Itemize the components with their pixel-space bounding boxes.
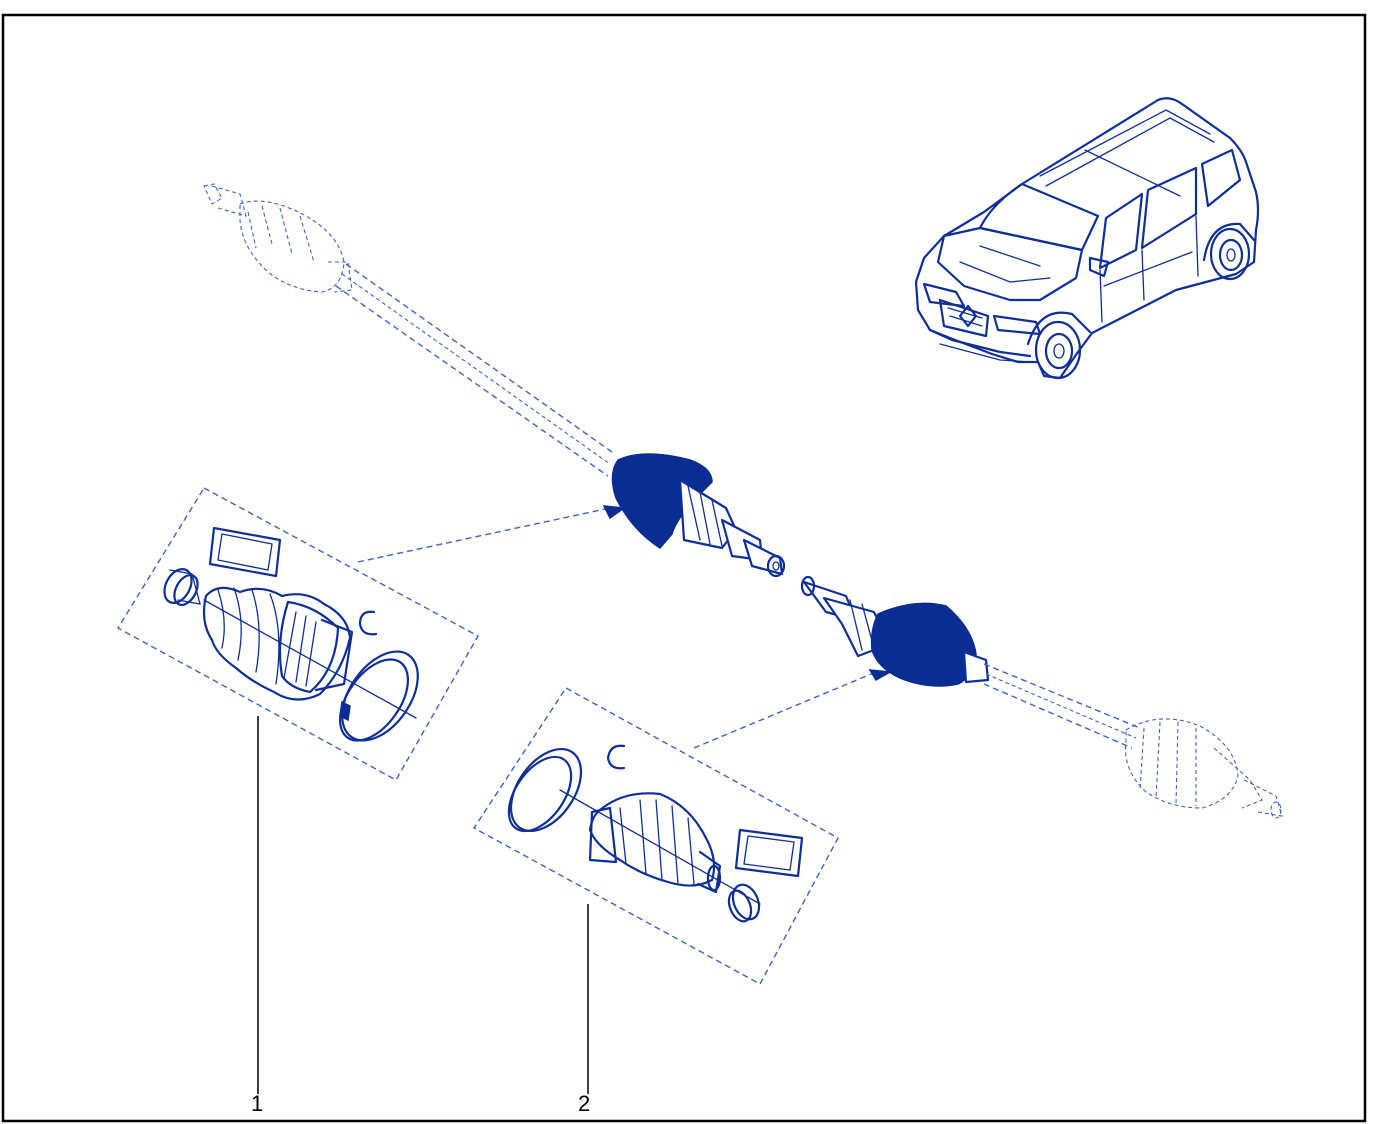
gaiter-icon xyxy=(202,586,354,701)
clamp-ring-icon xyxy=(507,747,583,833)
inner-boot-solid-top xyxy=(611,453,786,578)
outer-joint-ghost-top xyxy=(203,183,353,293)
collar-icon xyxy=(163,568,201,606)
car-icon xyxy=(914,97,1260,380)
shaft-ghost-bottom xyxy=(983,663,1141,749)
grease-sachet-icon xyxy=(734,828,804,878)
collar-icon xyxy=(727,883,761,923)
grease-sachet-icon xyxy=(208,526,282,578)
circlip-icon xyxy=(606,744,626,770)
shaft-ghost-top xyxy=(335,263,613,477)
joint-boot-kit-2 xyxy=(472,669,893,1094)
diagram-frame xyxy=(1,13,1367,1123)
gaiter-icon xyxy=(588,792,722,894)
clamp-ring-icon xyxy=(338,650,419,742)
callout-label-1: 1 xyxy=(251,1091,264,1116)
outer-joint-ghost-bottom xyxy=(1124,718,1283,819)
drive-shaft-icon xyxy=(203,183,1283,819)
circlip-icon xyxy=(358,610,378,636)
callout-label-2: 2 xyxy=(578,1091,591,1116)
joint-boot-kit-1 xyxy=(117,487,627,1094)
inner-boot-solid-bottom xyxy=(800,575,990,687)
